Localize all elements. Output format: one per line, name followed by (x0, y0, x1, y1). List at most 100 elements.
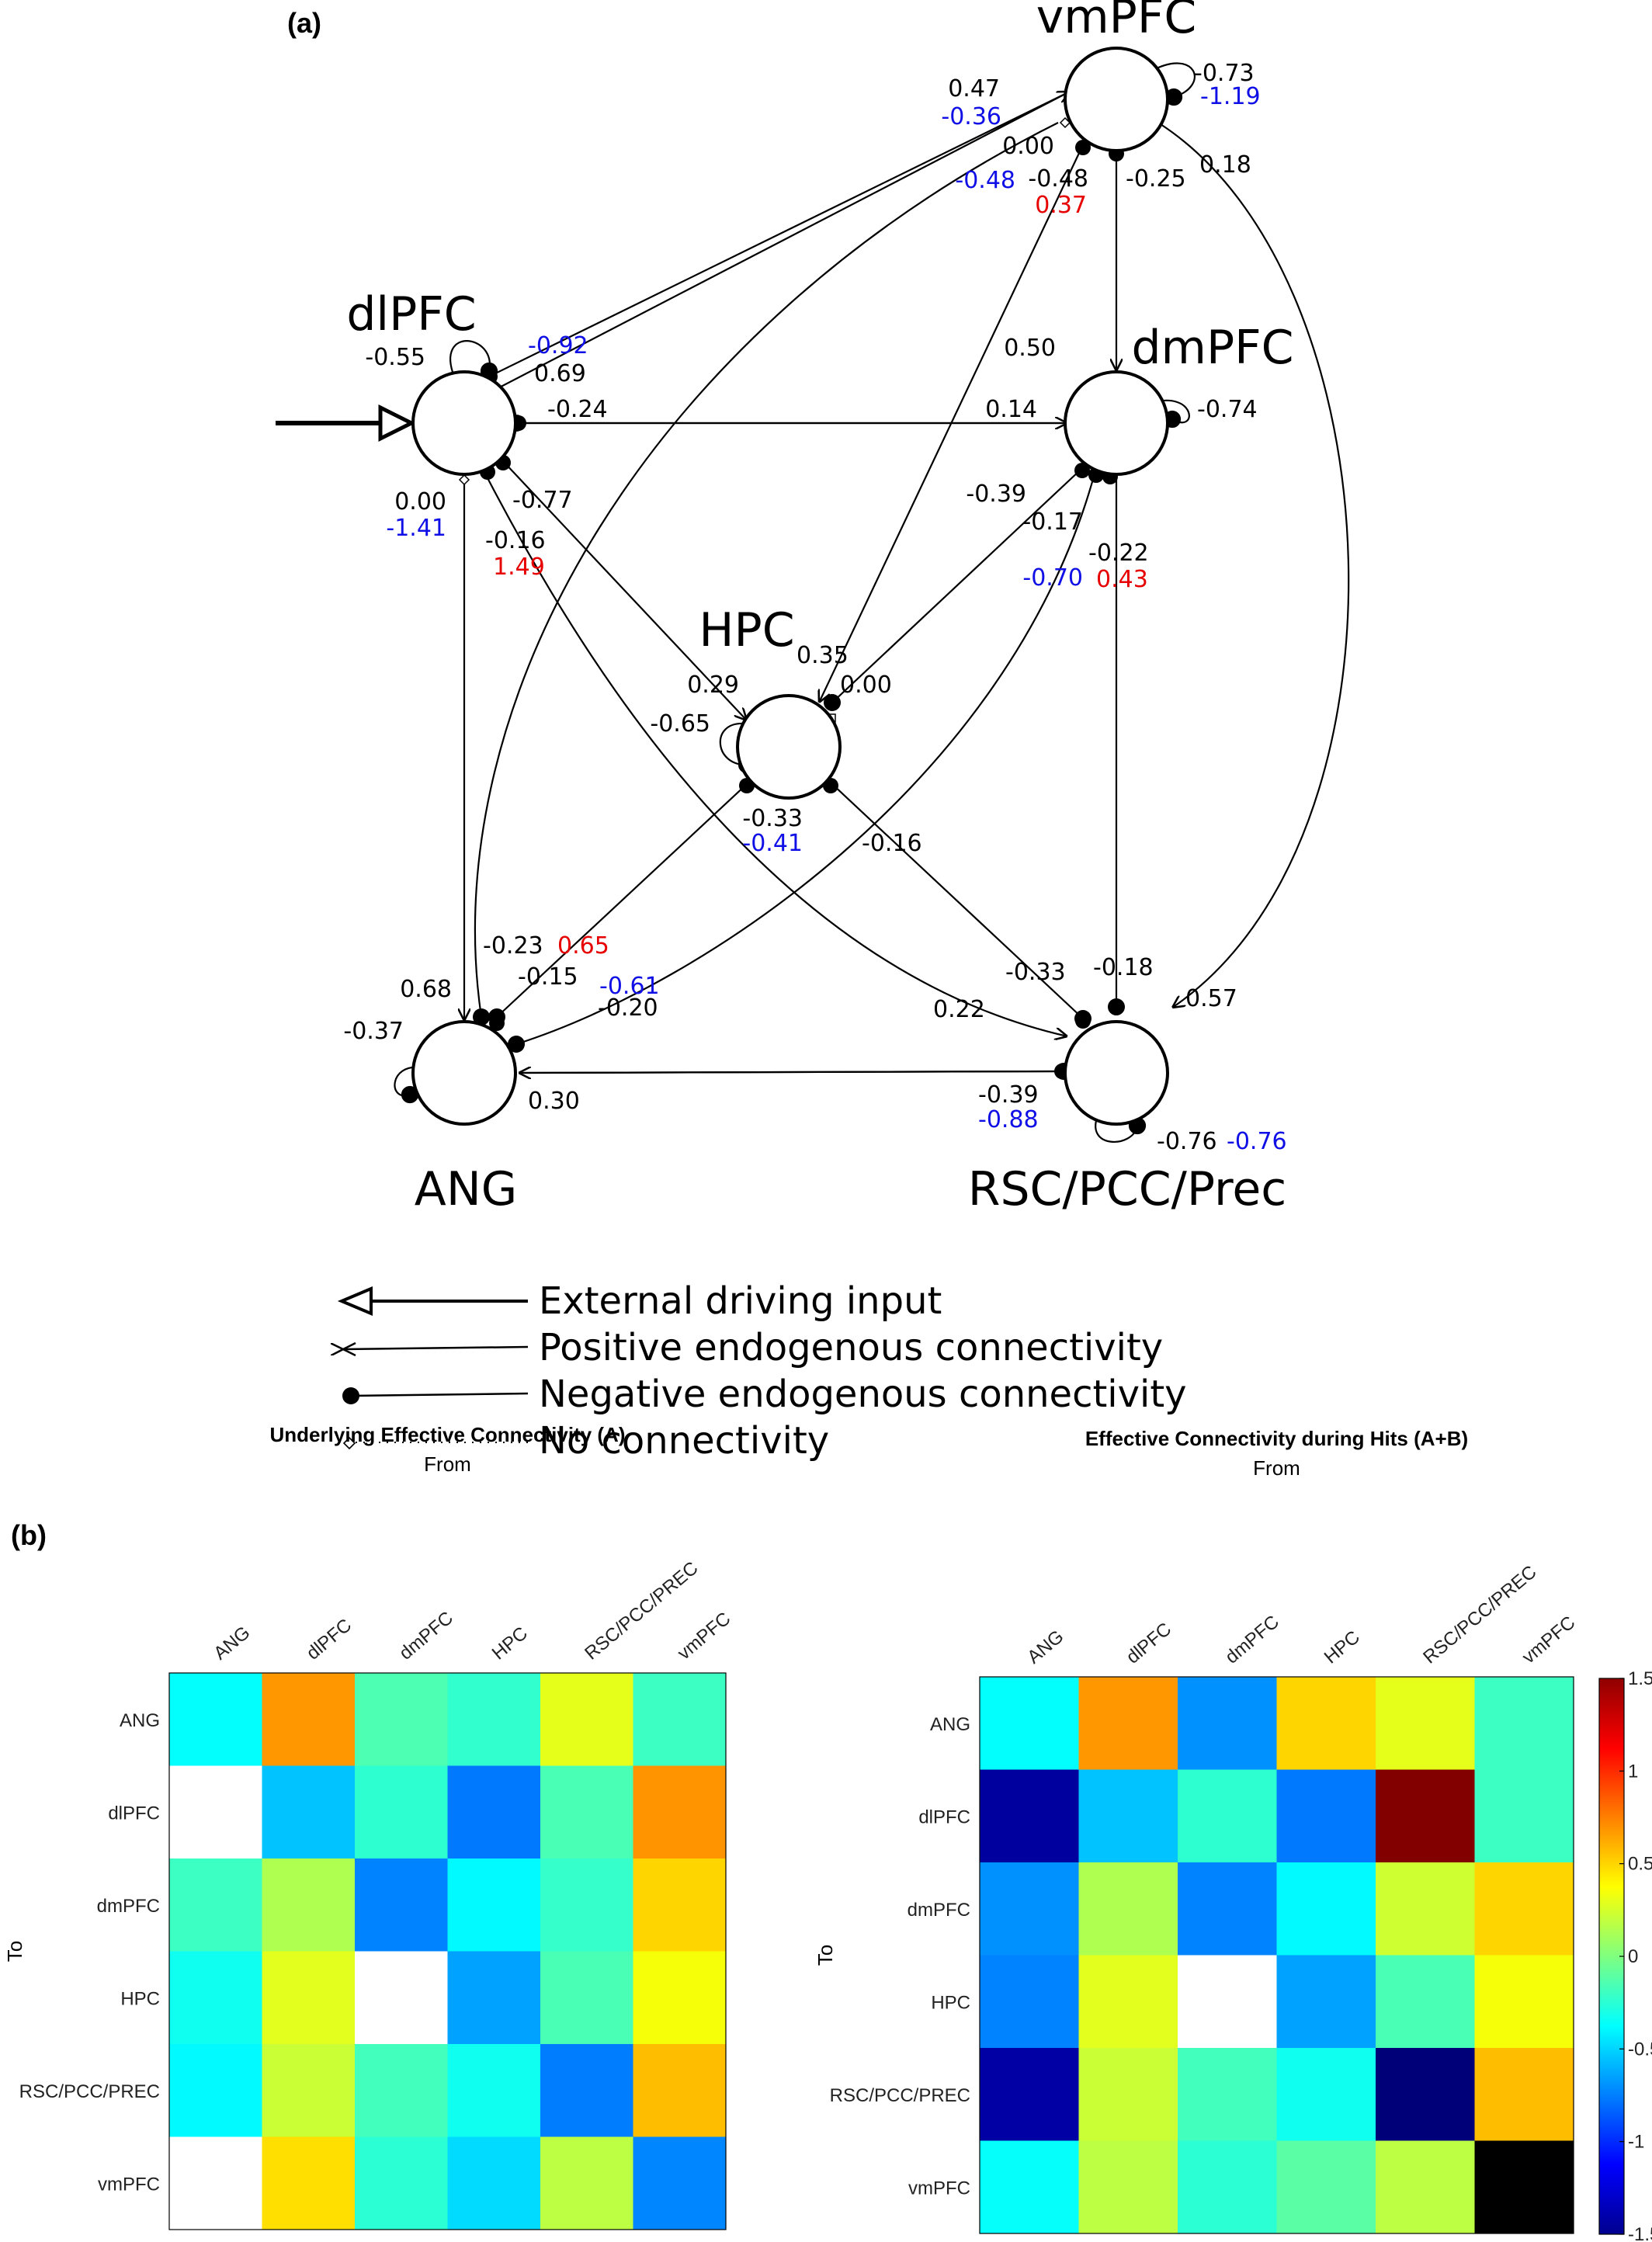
heatmap-ylabel: To (3, 1941, 26, 1962)
w-hpc-out-ang-a: -0.33 (742, 805, 803, 832)
label-hpc: HPC (699, 603, 794, 658)
edge-vmpfc-to-dlpfc (481, 91, 1071, 385)
heatmap-ylabel: To (814, 1945, 837, 1966)
edge-dmpfc-to-ang (508, 473, 1096, 1053)
heatmap-cell-hpc-from-rsc-pcc-prec (1376, 1955, 1475, 2049)
heatmap-cell-dmpfc-from-dlpfc (262, 1858, 356, 1952)
heatmap-cell-vmpfc-from-dmpfc (1178, 2140, 1277, 2234)
w-dl-out-rsc-b: 1.49 (493, 554, 545, 581)
w-dl-out-hpc: -0.77 (512, 487, 573, 514)
colorbar-tick-label: 0 (1628, 1946, 1638, 1967)
heatmap-cell-rsc-pcc-prec-from-hpc (1276, 2048, 1376, 2141)
heatmap-cell-hpc-from-ang (980, 1955, 1079, 2049)
heatmap-y-tick-dmpfc: dmPFC (908, 1900, 970, 1921)
heatmap-title: Underlying Effective Connectivity (A) (270, 1423, 626, 1446)
heatmap-cell-vmpfc-from-rsc-pcc-prec (1376, 2140, 1475, 2234)
heatmap-cell-ang-from-dlpfc (1078, 1677, 1178, 1770)
w-ang-in-rsc: 0.30 (528, 1088, 580, 1115)
label-rsc: RSC/PCC/Prec (968, 1162, 1286, 1216)
heatmap-cell-dmpfc-from-dlpfc (1078, 1862, 1178, 1956)
w-vm-out-dm: -0.25 (1126, 165, 1186, 193)
heatmap-cell-hpc-from-vmpfc (633, 1951, 727, 2045)
w-dm-self: -0.74 (1197, 396, 1258, 423)
heatmap-cell-rsc-pcc-prec-from-dmpfc (1178, 2048, 1277, 2141)
heatmap-cell-ang-from-vmpfc (1474, 1677, 1574, 1770)
heatmap-cell-hpc-from-hpc (1276, 1955, 1376, 2049)
heatmap-cell-hpc-from-dmpfc (1178, 1955, 1277, 2049)
heatmap-hits: Effective Connectivity during Hits (A+B)… (814, 1427, 1579, 2234)
legend-driving-arrowhead (337, 1286, 373, 1317)
w-hpc-in-dm: 0.00 (840, 672, 892, 699)
colorbar-tick-label: -0.5 (1628, 2039, 1652, 2060)
legend: External driving input Positive endogeno… (342, 1279, 1187, 1463)
heatmap-cell-dmpfc-from-dmpfc (1178, 1862, 1277, 1956)
heatmap-cell-ang-from-rsc-pcc-prec (540, 1673, 633, 1766)
heatmap-cell-hpc-from-dmpfc (355, 1951, 448, 2045)
w-ang-self: -0.37 (343, 1018, 404, 1045)
node-dlpfc (411, 370, 517, 476)
diamond-dlpfc-ang (458, 474, 470, 486)
w-hpc-in-dl: 0.29 (687, 672, 739, 699)
heatmap-y-tick-ang: ANG (930, 1714, 970, 1735)
heatmap-x-tick-dlpfc: dlPFC (303, 1615, 356, 1664)
colorbar-tick-label: 1 (1628, 1761, 1638, 1782)
w-ang-in-dl: 0.68 (400, 976, 452, 1003)
heatmap-cell-dlpfc-from-rsc-pcc-prec (540, 1765, 633, 1859)
legend-positive-line (343, 1347, 529, 1349)
heatmap-cell-dlpfc-from-vmpfc (1474, 1769, 1574, 1863)
label-dlpfc: dlPFC (346, 287, 476, 342)
legend-positive-arrowhead (341, 1341, 356, 1357)
w-vm-self-a: -0.73 (1194, 60, 1255, 87)
w-vm-in-dl-b: -0.36 (941, 103, 1001, 130)
legend-none-text: No connectivity (539, 1419, 829, 1463)
legend-driving-text: External driving input (539, 1279, 942, 1323)
panel-b-letter: (b) (11, 1519, 47, 1551)
legend-positive-text: Positive endogenous connectivity (539, 1326, 1163, 1369)
node-ang (411, 1020, 517, 1126)
heatmap-cell-vmpfc-from-hpc (1276, 2140, 1376, 2234)
heatmap-x-tick-hpc: HPC (1321, 1626, 1364, 1668)
w-rsc-out-ang-b: -0.88 (978, 1106, 1039, 1133)
heatmap-cell-dlpfc-from-ang (980, 1769, 1079, 1863)
heatmap-cell-ang-from-hpc (1276, 1677, 1376, 1770)
heatmap-cell-rsc-pcc-prec-from-hpc (447, 2044, 541, 2137)
heatmap-x-tick-dmpfc: dmPFC (395, 1608, 457, 1664)
w-ang-in-hpc2: -0.15 (518, 963, 578, 991)
self-loop-vmpfc (1150, 62, 1196, 99)
heatmap-cell-ang-from-dmpfc (355, 1673, 448, 1766)
heatmap-cell-dlpfc-from-ang (169, 1765, 262, 1859)
heatmap-x-tick-vmpfc: vmPFC (1518, 1612, 1580, 1668)
w-dm-out-ang-b: -0.70 (1022, 564, 1083, 592)
dot-ang-3 (508, 1036, 524, 1052)
dot-rsc-1 (1075, 1013, 1091, 1029)
w-vm-out-hpc-b: 0.37 (1035, 192, 1087, 219)
heatmap-y-tick-dlpfc: dlPFC (108, 1803, 160, 1824)
heatmap-cell-vmpfc-from-dlpfc (1078, 2140, 1178, 2234)
heatmap-xlabel: From (424, 1452, 471, 1476)
heatmap-cell-dlpfc-from-dmpfc (1178, 1769, 1277, 1863)
w-dl-self: -0.55 (365, 344, 425, 371)
heatmap-x-tick-dmpfc: dmPFC (1221, 1612, 1283, 1668)
w-vm-out-rsc: 0.18 (1199, 151, 1251, 179)
dot-rsc-2 (1109, 1000, 1124, 1015)
w-rsc-self-a: -0.76 (1157, 1128, 1217, 1155)
w-dl-in-vm-b: 0.69 (534, 360, 586, 387)
w-dm-out-rsc-a: -0.22 (1088, 540, 1149, 567)
heatmap-cell-hpc-from-hpc (447, 1951, 541, 2045)
label-vmpfc: vmPFC (1036, 0, 1197, 44)
heatmap-cell-rsc-pcc-prec-from-vmpfc (1474, 2048, 1574, 2141)
w-vm-in-dl-a: 0.47 (948, 75, 1000, 102)
panel-b: (b) Underlying Effective Connectivity (A… (3, 1423, 1652, 2242)
w-ang-in-dm-a: -0.61 (599, 973, 660, 1000)
heatmap-cell-vmpfc-from-ang (980, 2140, 1079, 2234)
heatmap-cell-vmpfc-from-rsc-pcc-prec (540, 2136, 633, 2230)
heatmap-cell-rsc-pcc-prec-from-rsc-pcc-prec (540, 2044, 633, 2137)
heatmap-x-tick-dlpfc: dlPFC (1123, 1619, 1175, 1668)
heatmap-cell-vmpfc-from-ang (169, 2136, 262, 2230)
heatmap-frame (168, 1672, 727, 2230)
w-hpc-in-vm: 0.35 (796, 642, 849, 669)
edge-vmpfc-to-rsc (1160, 123, 1350, 1008)
driving-input-arrow (276, 404, 416, 442)
dot-vmpfc-1 (1075, 140, 1091, 155)
